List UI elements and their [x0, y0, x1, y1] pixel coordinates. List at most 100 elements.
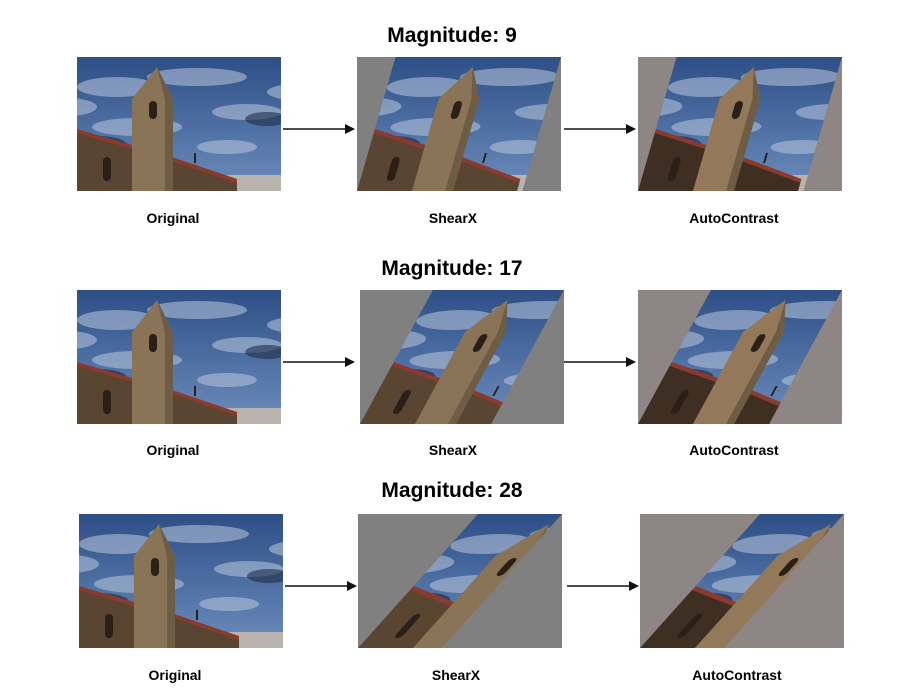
nave-wall: [360, 366, 438, 424]
scene: [77, 290, 281, 424]
arrow-head: [626, 357, 636, 367]
row-3-autocontrast-image: [640, 514, 844, 648]
shear-fill-left: [357, 57, 396, 191]
nave-wall: [638, 366, 716, 424]
row-1-original-image: [77, 57, 281, 191]
nave-wall-right: [172, 394, 237, 424]
tower: [693, 67, 761, 191]
cloud: [740, 68, 841, 86]
tower-window: [149, 334, 157, 352]
cloud: [769, 301, 842, 319]
row-2-arrow-2: [564, 357, 636, 367]
arrow-head: [629, 581, 639, 591]
tower: [413, 524, 550, 648]
tower: [692, 300, 786, 424]
row-1-shearx-image: [357, 57, 561, 191]
row-3-shearx-label: ShearX: [431, 667, 481, 683]
scene: [638, 57, 842, 191]
cloud: [149, 525, 249, 543]
cloud: [199, 597, 259, 611]
arrow-head: [345, 124, 355, 134]
tower: [132, 67, 173, 191]
nave-wall-right: [172, 161, 237, 191]
dark-cloud: [245, 345, 281, 359]
cloud: [77, 310, 157, 330]
town: [227, 175, 281, 191]
cross: [492, 386, 500, 396]
row-3-original-label: Original: [148, 667, 202, 683]
nave-window: [103, 157, 111, 181]
row-3-title: Magnitude: 28: [381, 479, 523, 502]
nave-wall: [358, 590, 451, 648]
cross: [763, 153, 768, 163]
tower: [132, 300, 173, 424]
nave-window: [671, 390, 689, 414]
row-2-title: Magnitude: 17: [381, 257, 523, 280]
row-3-arrow-2: [567, 581, 639, 591]
tower-window: [149, 101, 157, 119]
row-2-arrow-1: [283, 357, 355, 367]
scene: [77, 57, 281, 191]
cloud: [459, 68, 560, 86]
cloud: [267, 318, 281, 332]
nave-wall: [640, 590, 733, 648]
cloud: [267, 85, 281, 99]
tower-window: [472, 334, 488, 352]
row-3-arrow-1: [285, 581, 357, 591]
row-2-original-image: [77, 290, 281, 424]
nave-wall: [638, 133, 706, 191]
tower-window: [151, 558, 159, 576]
tower-window: [496, 558, 517, 576]
row-2-shearx-label: ShearX: [428, 442, 478, 458]
scene: [79, 514, 283, 648]
cross: [482, 153, 487, 163]
shear-fill-right: [723, 514, 844, 648]
nave-window: [677, 614, 703, 638]
tower-window: [731, 101, 743, 119]
row-1-original-label: Original: [146, 210, 200, 226]
nave-window: [393, 390, 411, 414]
cloud: [491, 301, 564, 319]
nave-window: [386, 157, 400, 181]
dark-cloud: [247, 569, 283, 583]
nave-wall-right: [733, 161, 801, 191]
nave-window: [395, 614, 421, 638]
shear-fill-left: [638, 290, 711, 424]
row-1-shearx-label: ShearX: [428, 210, 478, 226]
row-3-original-image: [79, 514, 283, 648]
tower-window: [450, 101, 462, 119]
shear-fill-right: [769, 290, 842, 424]
row-3-shearx-image: [358, 514, 562, 648]
row-1-autocontrast-label: AutoContrast: [689, 210, 779, 226]
cloud: [79, 534, 159, 554]
row-3-autocontrast-label: AutoContrast: [692, 667, 782, 683]
shear-fill-left: [360, 290, 433, 424]
arrow-head: [626, 124, 636, 134]
arrow-head: [345, 357, 355, 367]
row-1-title: Magnitude: 9: [387, 24, 517, 47]
row-2-autocontrast-image: [638, 290, 842, 424]
tower: [414, 300, 508, 424]
cloud: [77, 77, 157, 97]
nave-window: [103, 390, 111, 414]
nave-window: [105, 614, 113, 638]
cloud: [77, 331, 97, 349]
tower-window: [750, 334, 766, 352]
tower: [412, 67, 480, 191]
shear-fill-left: [640, 514, 761, 648]
shear-fill-right: [491, 290, 564, 424]
cloud: [269, 542, 283, 556]
row-1-arrow-1: [283, 124, 355, 134]
cloud: [147, 301, 247, 319]
dark-cloud: [245, 112, 281, 126]
tower-window: [778, 558, 799, 576]
tower-shade: [159, 524, 175, 648]
tower-shade: [157, 67, 173, 191]
nave-wall: [357, 133, 425, 191]
town: [227, 408, 281, 424]
nave-window: [667, 157, 681, 181]
row-1-arrow-2: [564, 124, 636, 134]
cloud: [147, 68, 247, 86]
nave-wall-right: [452, 161, 520, 191]
row-2-original-label: Original: [146, 442, 200, 458]
